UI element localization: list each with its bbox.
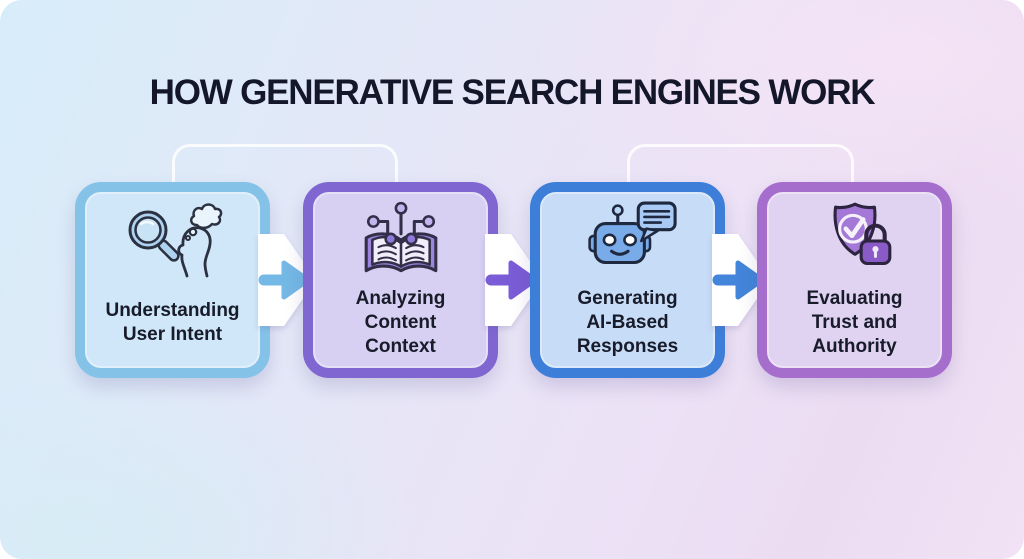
flow-arrow-3 [712,234,770,326]
flow-arrow-1 [258,234,316,326]
robot-chat-icon [540,192,715,284]
page-title: HOW GENERATIVE SEARCH ENGINES WORK [149,73,876,113]
step-box-generating-ai-based-responses: Generating AI-Based Responses [530,182,725,378]
book-knowledge-graph-icon [313,192,488,284]
flow-arrow-2 [485,234,543,326]
step-box-understanding-user-intent: Understanding User Intent [75,182,270,378]
top-connector-line-2 [627,144,854,188]
magnifier-thinking-head-icon [85,192,260,284]
step-box-analyzing-content-context: Analyzing Content Context [303,182,498,378]
step-label-2: Analyzing Content Context [355,287,446,358]
shield-check-lock-icon [767,192,942,284]
step-label-3: Generating AI-Based Responses [576,287,679,358]
step-label-1: Understanding User Intent [105,299,240,345]
step-label-4: Evaluating Trust and Authority [806,287,903,358]
step-box-evaluating-trust-authority: Evaluating Trust and Authority [757,182,952,378]
top-connector-line-1 [172,144,398,188]
